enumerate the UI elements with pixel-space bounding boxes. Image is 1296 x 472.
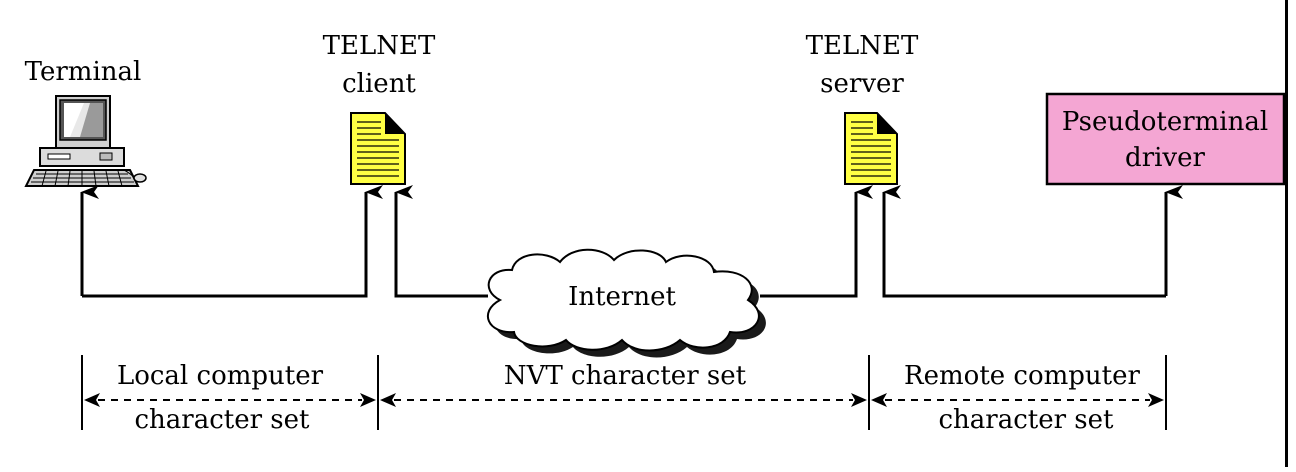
client-label-line1: TELNET xyxy=(323,31,436,61)
internet-label: Internet xyxy=(568,282,676,312)
pty-label-line1: Pseudoterminal xyxy=(1062,107,1268,137)
server-label-line1: TELNET xyxy=(806,31,919,61)
arrow-to-server-right xyxy=(882,185,1166,298)
connection-lines xyxy=(80,185,1183,298)
local-range-label-line1: Local computer xyxy=(117,361,324,391)
terminal-computer-icon xyxy=(24,95,147,187)
arrow-to-server-left xyxy=(760,185,873,298)
remote-range-label-line1: Remote computer xyxy=(904,361,1140,391)
server-document-icon xyxy=(844,112,898,185)
local-range-label-line2: character set xyxy=(134,405,310,435)
arrow-to-client-right xyxy=(394,185,488,298)
remote-range-label-line2: character set xyxy=(938,405,1114,435)
server-label-line2: server xyxy=(820,69,904,99)
pseudoterminal-driver-box xyxy=(1045,92,1286,186)
terminal-label: Terminal xyxy=(25,57,142,87)
range-arrowheads xyxy=(84,393,1164,407)
right-border xyxy=(1285,0,1288,467)
client-label-line2: client xyxy=(342,69,416,99)
range-boundaries xyxy=(81,355,1167,430)
nvt-range-label: NVT character set xyxy=(504,361,747,391)
internet-cloud-icon xyxy=(487,248,766,358)
client-document-icon xyxy=(350,112,406,185)
pty-label-line2: driver xyxy=(1125,143,1205,173)
arrow-to-client-left xyxy=(82,185,383,298)
